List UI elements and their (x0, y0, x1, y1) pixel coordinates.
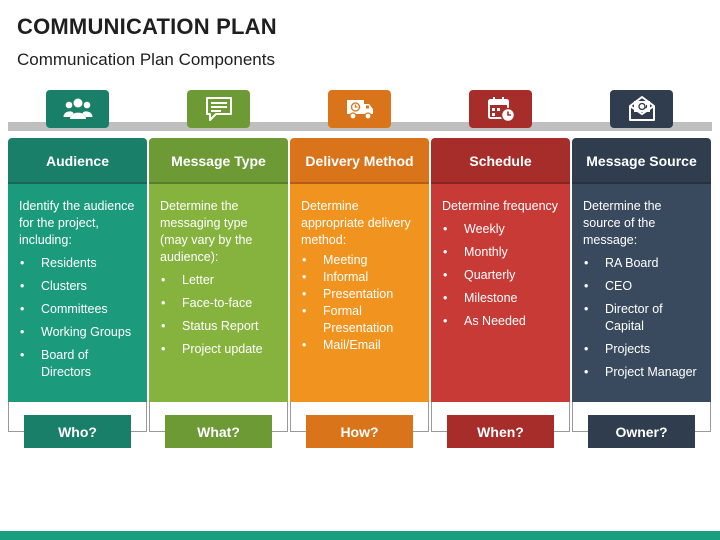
column-list: Meeting Informal Presentation Formal Pre… (301, 252, 419, 354)
list-item: Director of Capital (583, 301, 701, 335)
list-item: Informal (301, 269, 419, 286)
list-item: Mail/Email (301, 337, 419, 354)
column-intro: Determine frequency (442, 199, 559, 213)
footer-bar (0, 531, 720, 540)
column-icon-box (46, 90, 109, 128)
list-item: CEO (583, 278, 701, 295)
column-tag: Owner? (588, 415, 695, 448)
column-icon-box (328, 90, 391, 128)
column-header: Schedule (431, 138, 570, 184)
list-item: Clusters (19, 278, 137, 295)
column-tag: When? (447, 415, 554, 448)
column-intro: Identify the audience for the project, i… (19, 199, 135, 247)
list-item: Working Groups (19, 324, 137, 341)
list-item: Project update (160, 341, 278, 358)
people-icon (63, 98, 92, 119)
column-intro: Determine the source of the message: (583, 199, 662, 247)
column-list: Letter Face-to-face Status Report Projec… (160, 272, 278, 358)
column-list: Weekly Monthly Quarterly Milestone As Ne… (442, 221, 560, 330)
column-body: Determine the source of the message: RA … (572, 184, 711, 402)
column-schedule: Schedule Determine frequency Weekly Mont… (431, 90, 570, 450)
column-delivery-method: Delivery Method Determine appropriate de… (290, 90, 429, 450)
column-body: Determine the messaging type (may vary b… (149, 184, 288, 402)
list-item: Presentation (301, 286, 419, 303)
delivery-truck-icon (346, 100, 373, 120)
list-item: Weekly (442, 221, 560, 238)
list-item: Residents (19, 255, 137, 272)
column-header: Message Type (149, 138, 288, 184)
column-header: Message Source (572, 138, 711, 184)
list-item: As Needed (442, 313, 560, 330)
calendar-clock-icon (487, 97, 515, 123)
column-icon-box (187, 90, 250, 128)
column-icon-box (469, 90, 532, 128)
list-item: Status Report (160, 318, 278, 335)
column-intro: Determine the messaging type (may vary b… (160, 199, 253, 264)
page-title: COMMUNICATION PLAN (17, 14, 277, 39)
list-item: Face-to-face (160, 295, 278, 312)
column-list: Residents Clusters Committees Working Gr… (19, 255, 137, 381)
column-body: Determine appropriate delivery method: M… (290, 184, 429, 402)
column-intro: Determine appropriate delivery method: (301, 199, 411, 247)
list-item: Projects (583, 341, 701, 358)
list-item: Committees (19, 301, 137, 318)
message-icon (205, 97, 232, 121)
list-item: Quarterly (442, 267, 560, 284)
column-header: Delivery Method (290, 138, 429, 184)
list-item: Board of Directors (19, 347, 137, 381)
email-envelope-icon (628, 96, 655, 121)
list-item: RA Board (583, 255, 701, 272)
column-tag: What? (165, 415, 272, 448)
list-item: Formal Presentation (301, 303, 419, 337)
column-tag: Who? (24, 415, 131, 448)
list-item: Project Manager (583, 364, 701, 381)
column-body: Determine frequency Weekly Monthly Quart… (431, 184, 570, 402)
list-item: Monthly (442, 244, 560, 261)
column-list: RA Board CEO Director of Capital Project… (583, 255, 701, 381)
column-message-type: Message Type Determine the messaging typ… (149, 90, 288, 450)
column-icon-box (610, 90, 673, 128)
column-tag: How? (306, 415, 413, 448)
page-subtitle: Communication Plan Components (17, 50, 275, 69)
column-body: Identify the audience for the project, i… (8, 184, 147, 402)
list-item: Letter (160, 272, 278, 289)
column-header: Audience (8, 138, 147, 184)
list-item: Meeting (301, 252, 419, 269)
column-message-source: Message Source Determine the source of t… (572, 90, 711, 450)
column-audience: Audience Identify the audience for the p… (8, 90, 147, 450)
list-item: Milestone (442, 290, 560, 307)
